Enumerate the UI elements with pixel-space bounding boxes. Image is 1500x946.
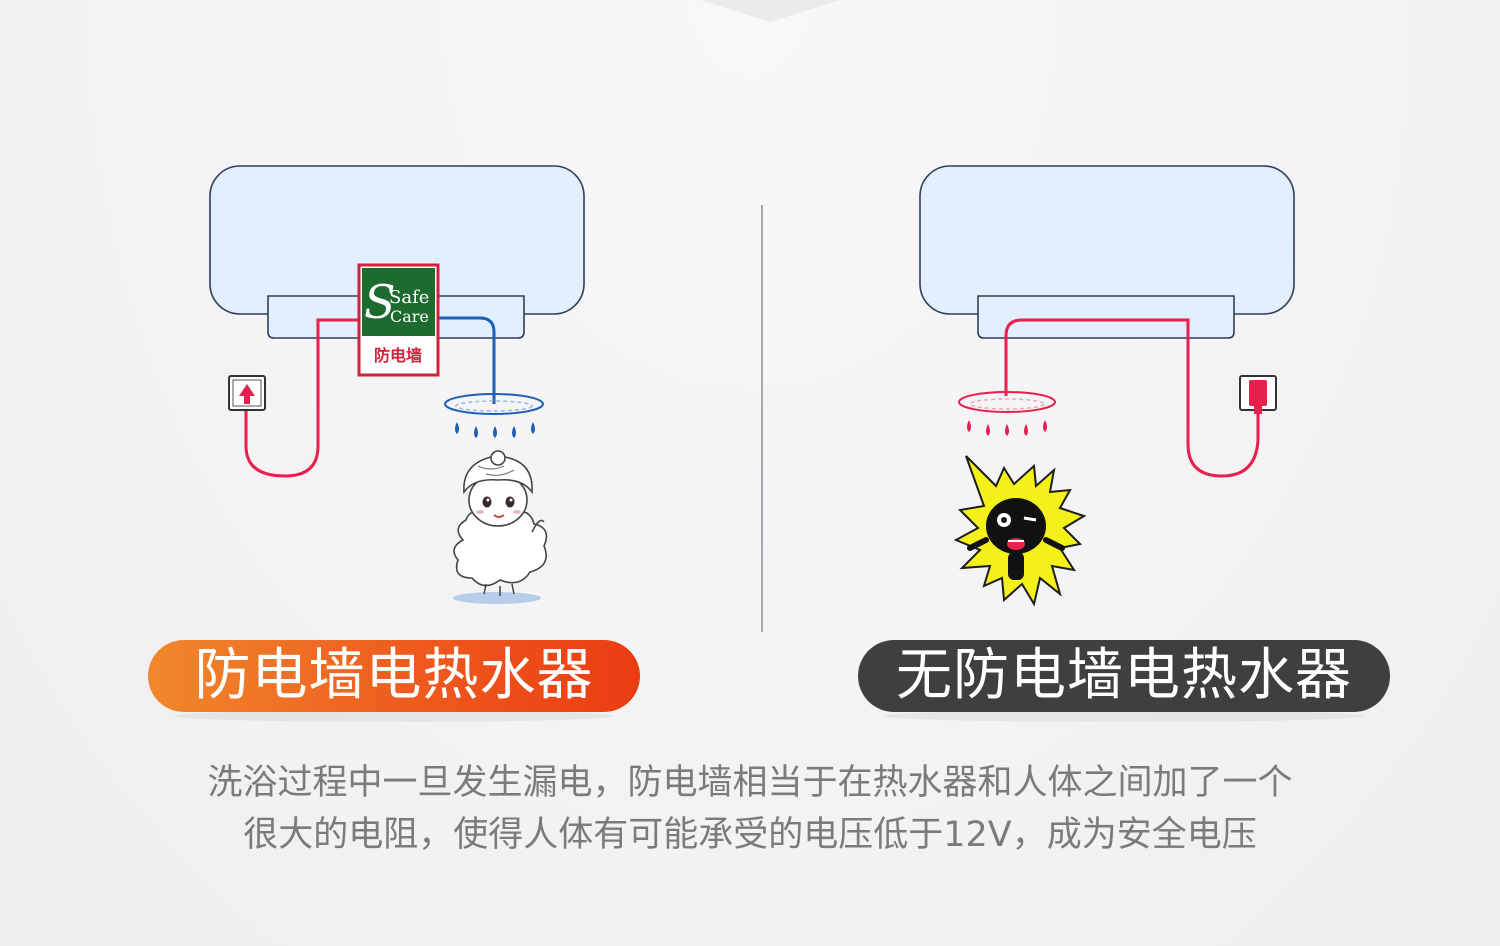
- left-red-wire: [244, 318, 362, 478]
- description-line-2: 很大的电阻，使得人体有可能承受的电压低于12V，成为安全电压: [243, 815, 1257, 855]
- left-socket-icon: [228, 375, 266, 411]
- safe-heater-label: 防电墙电热水器: [148, 640, 640, 712]
- right-pill-shadow: [884, 710, 1364, 722]
- right-water-drops: [967, 420, 1047, 436]
- left-water-drops: [455, 422, 535, 438]
- left-blue-wire: [436, 316, 496, 404]
- right-socket-icon: [1239, 375, 1277, 414]
- top-shadow: [700, 0, 840, 22]
- left-shower-head-icon: [444, 393, 544, 415]
- badge-s-letter: S: [364, 275, 396, 329]
- description-line-1: 洗浴过程中一旦发生漏电，防电墙相当于在热水器和人体之间加了一个: [207, 763, 1293, 803]
- right-shower-head-icon: [958, 391, 1056, 413]
- unsafe-heater-label: 无防电墙电热水器: [858, 640, 1390, 712]
- safe-care-badge: S Safe Care 防电墙: [357, 263, 440, 377]
- left-pill-shadow: [174, 710, 614, 722]
- electric-shock-icon: [953, 455, 1087, 607]
- right-red-wire-shower: [1004, 318, 1260, 478]
- badge-care-text: Care: [390, 307, 429, 326]
- badge-cn-text: 防电墙: [374, 346, 422, 365]
- right-heater: [919, 165, 1295, 339]
- badge-safe-text: Safe: [389, 287, 429, 308]
- bathing-child-icon: [453, 450, 548, 604]
